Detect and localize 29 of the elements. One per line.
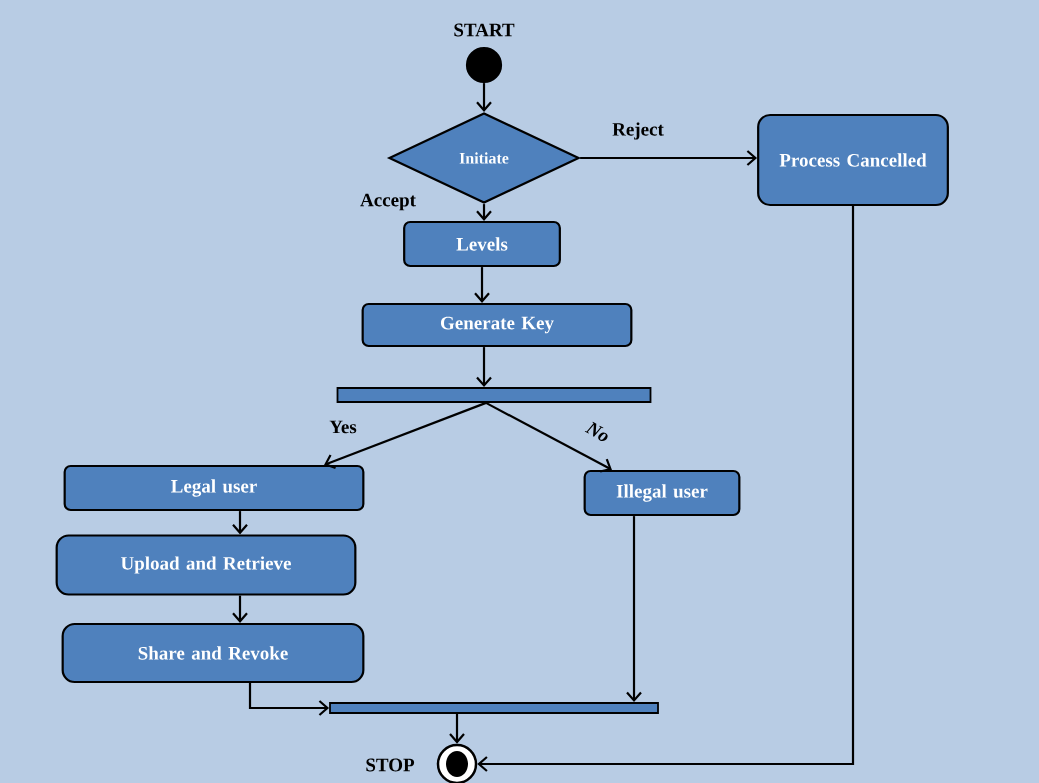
process-box: Upload and Retrieve	[55, 534, 357, 596]
process-box: Levels	[403, 220, 561, 268]
arrow	[324, 401, 487, 469]
process-box: Legal user	[63, 464, 365, 512]
arrow	[232, 595, 248, 623]
sync-bar	[336, 387, 652, 403]
edge-label: No	[584, 421, 608, 442]
arrow	[580, 150, 758, 166]
edge-label: Reject	[612, 122, 664, 140]
sync-bar	[329, 702, 659, 714]
process-box: Share and Revoke	[61, 622, 365, 684]
arrow	[485, 401, 612, 473]
process-box: Illegal user	[583, 469, 741, 517]
arrow	[476, 83, 492, 112]
arrow	[477, 206, 855, 772]
edge-label: Yes	[329, 420, 357, 434]
process-box: Process Cancelled	[757, 113, 949, 207]
end-circle	[436, 743, 478, 783]
arrow	[476, 376, 492, 388]
arrow	[474, 267, 490, 303]
arrow	[248, 683, 330, 716]
node-caption: STOP	[366, 758, 415, 772]
node-caption: START	[454, 23, 515, 37]
start-circle	[465, 46, 503, 84]
arrow	[476, 204, 492, 221]
arrow	[626, 516, 642, 703]
process-box: Generate Key	[361, 302, 633, 348]
arrow	[232, 511, 248, 535]
arrow	[449, 713, 465, 744]
